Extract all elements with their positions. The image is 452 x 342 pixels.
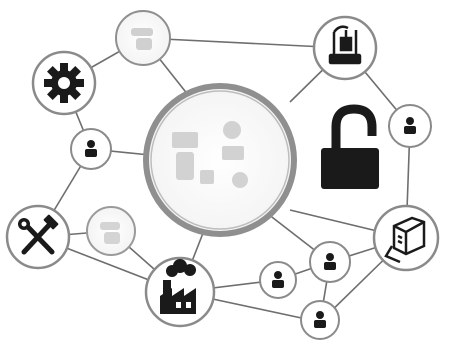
lab-node bbox=[312, 15, 378, 81]
user-left-node bbox=[70, 128, 112, 170]
hub-node bbox=[143, 83, 297, 237]
user-bottom-c-node bbox=[300, 300, 340, 340]
faded-hand-icon bbox=[100, 222, 120, 244]
top-faded-node bbox=[115, 10, 171, 66]
user-icon bbox=[85, 140, 97, 157]
user-icon bbox=[314, 311, 326, 328]
gear-icon bbox=[44, 63, 84, 103]
user-bottom-a-node bbox=[309, 241, 351, 283]
lab-equipment-icon bbox=[328, 25, 362, 65]
factory-icon bbox=[160, 259, 196, 314]
faded-hand-icon bbox=[131, 28, 153, 50]
edge-line bbox=[142, 37, 346, 49]
user-bottom-b-node bbox=[259, 261, 297, 299]
unlocked-padlock-icon bbox=[321, 104, 379, 189]
user-icon bbox=[272, 271, 284, 288]
user-icon bbox=[404, 117, 416, 134]
left-faded-node bbox=[86, 206, 136, 256]
printer-machine-icon bbox=[384, 216, 426, 264]
tools-node bbox=[5, 204, 71, 270]
faded-devices-icon bbox=[172, 121, 248, 188]
machine-node bbox=[372, 204, 440, 272]
factory-node bbox=[144, 256, 216, 328]
user-icon bbox=[324, 253, 336, 270]
user-right-node bbox=[388, 104, 432, 148]
hammer-wrench-icon bbox=[21, 221, 55, 255]
gear-node bbox=[31, 50, 97, 116]
